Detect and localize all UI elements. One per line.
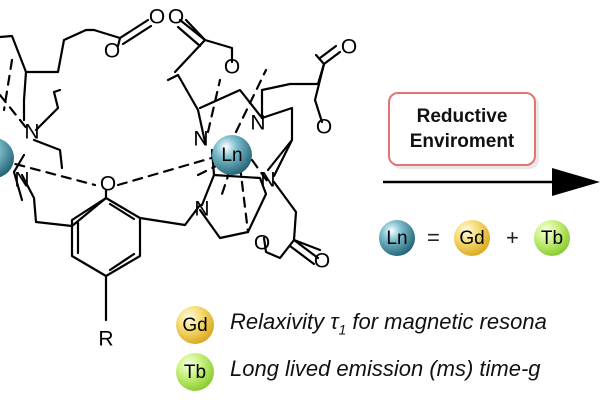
gd-legend-badge — [176, 306, 214, 344]
oxygen-atom: O — [104, 40, 120, 63]
nitrogen-atom: N — [194, 198, 209, 221]
oxygen-atom: O — [316, 116, 332, 139]
tb-legend-text: Long lived emission (ms) time-g — [230, 356, 541, 381]
ln-badge — [379, 220, 415, 256]
reaction-arrow-head — [552, 168, 600, 196]
ln-sphere-right — [212, 135, 252, 175]
oxygen-atom: O — [314, 250, 330, 273]
gd-badge-label: Gd — [459, 228, 484, 249]
gd-legend-main: Relaxivity τ — [230, 309, 339, 334]
condition-line-2: Enviroment — [409, 131, 515, 152]
oxygen-atom: O — [341, 36, 357, 59]
nitrogen-atom: N — [14, 169, 29, 192]
gd-badge — [454, 220, 490, 256]
condition-line-1: Reductive — [416, 106, 508, 127]
nitrogen-atom: N — [24, 121, 39, 144]
nitrogen-atom: N — [260, 169, 275, 192]
ln-label: Ln — [221, 145, 242, 166]
tb-badge — [534, 220, 570, 256]
tb-legend-label: Tb — [184, 362, 206, 383]
bond-lines — [0, 18, 326, 322]
tb-legend-badge — [176, 353, 214, 391]
ln-badge-label: Ln — [386, 228, 407, 249]
equals-sign: = — [427, 225, 440, 250]
oxygen-atom: O — [168, 6, 184, 29]
oxygen-atom: O — [254, 232, 270, 255]
phenoxide-oxygen: O — [100, 173, 116, 196]
ln-sphere-left — [0, 138, 14, 178]
gd-legend-label: Gd — [182, 315, 207, 336]
nitrogen-atom: N — [250, 112, 265, 135]
gd-legend-text: Relaxivity τ1 for magnetic resona — [230, 309, 547, 337]
coordination-bonds — [0, 58, 272, 234]
nitrogen-atom: N — [193, 128, 208, 151]
r-substituent: R — [98, 328, 113, 351]
carbonyl-bonds — [118, 18, 342, 266]
oxygen-atom: O — [224, 56, 240, 79]
oxygen-atom: O — [149, 6, 165, 29]
reaction-condition-box: Reductive Enviroment — [388, 92, 536, 166]
gd-legend-subscript: 1 — [338, 321, 347, 338]
tb-badge-label: Tb — [541, 228, 563, 249]
plus-sign: + — [506, 225, 519, 250]
gd-legend-tail: for magnetic resona — [346, 309, 547, 334]
